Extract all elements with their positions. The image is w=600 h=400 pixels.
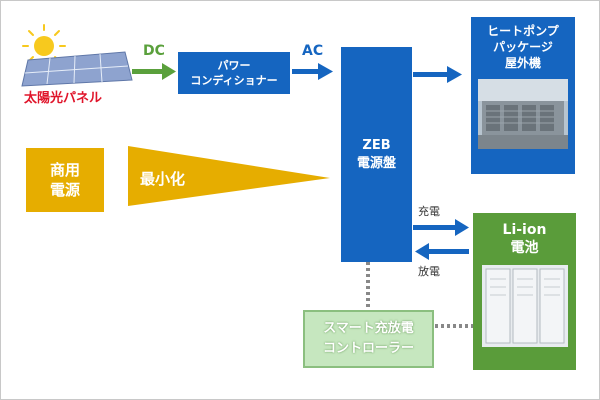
heat-pump-line1: ヒートポンプ xyxy=(487,24,559,38)
minimize-wedge xyxy=(128,146,330,206)
zeb-panel-box: ZEB 電源盤 xyxy=(341,47,412,262)
solar-panel-icon xyxy=(21,51,133,87)
power-conditioner-line1: パワー xyxy=(217,59,251,72)
minimize-label: 最小化 xyxy=(140,170,186,188)
li-ion-line1: Li-ion xyxy=(502,222,547,238)
power-conditioner-box: パワー コンディショナー xyxy=(178,52,290,94)
zeb-panel-line1: ZEB xyxy=(362,137,391,153)
dc-arrow xyxy=(132,63,176,80)
li-ion-box: Li-ion 電池 xyxy=(473,213,576,370)
heat-pump-photo xyxy=(478,79,568,149)
smart-controller-line1: スマート充放電 xyxy=(323,321,414,336)
power-conditioner-line2: コンディショナー xyxy=(190,74,278,87)
solar-panel-label: 太陽光パネル xyxy=(24,91,103,106)
charge-arrow xyxy=(413,219,469,236)
heat-pump-arrow xyxy=(413,66,462,83)
commercial-power-line1: 商用 xyxy=(49,161,80,179)
dc-label: DC xyxy=(143,43,165,59)
commercial-power-box: 商用 電源 xyxy=(26,148,104,212)
li-ion-battery-photo xyxy=(481,265,568,347)
ac-arrow xyxy=(292,63,333,80)
zeb-panel-line2: 電源盤 xyxy=(356,155,396,171)
discharge-arrow xyxy=(415,243,469,260)
commercial-power-line2: 電源 xyxy=(49,181,80,199)
charge-label: 充電 xyxy=(418,205,440,218)
heat-pump-line3: 屋外機 xyxy=(504,56,541,70)
ac-label: AC xyxy=(302,43,324,59)
smart-controller-line2: コントローラー xyxy=(322,341,414,356)
discharge-label: 放電 xyxy=(418,265,440,278)
heat-pump-box: ヒートポンプ パッケージ 屋外機 xyxy=(471,17,575,174)
heat-pump-line2: パッケージ xyxy=(493,40,553,54)
li-ion-line2: 電池 xyxy=(510,240,539,256)
smart-controller-box: スマート充放電 コントローラー xyxy=(303,310,434,368)
